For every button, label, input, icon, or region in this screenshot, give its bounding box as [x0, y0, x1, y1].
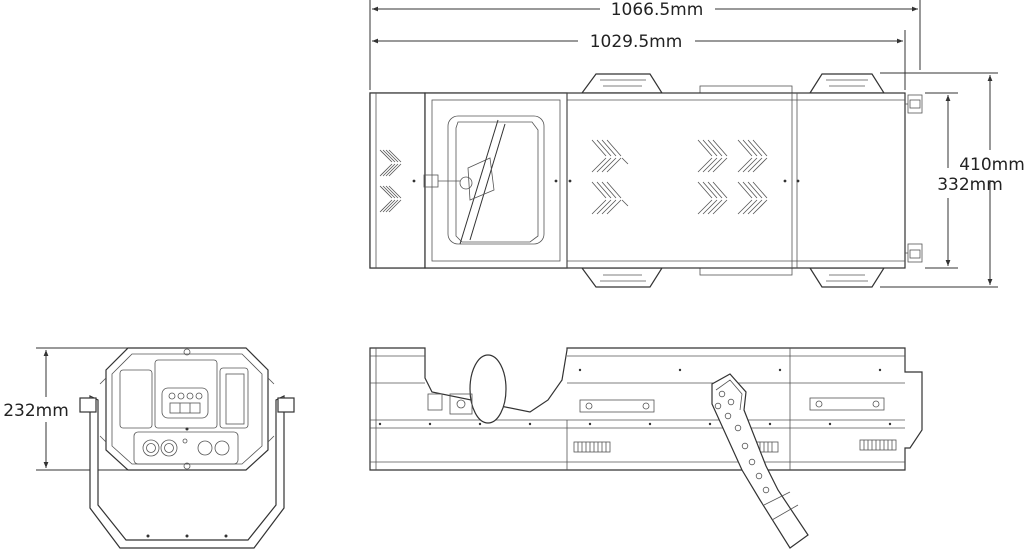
side-view [369, 347, 923, 549]
body-length-label: 1029.5mm [590, 32, 683, 52]
dimension-body-length: 1029.5mm [372, 30, 906, 90]
dimension-overall-length: 1066.5mm [369, 0, 921, 90]
top-view [369, 73, 923, 288]
height-label: 232mm [3, 401, 69, 421]
total-width-label: 410mm [959, 155, 1024, 175]
overall-length-label: 1066.5mm [611, 0, 704, 20]
body-width-label: 332mm [937, 175, 1003, 195]
front-view [79, 347, 295, 549]
dimension-total-width: 410mm [880, 72, 1024, 288]
dimension-body-width: 332mm [925, 92, 1003, 269]
